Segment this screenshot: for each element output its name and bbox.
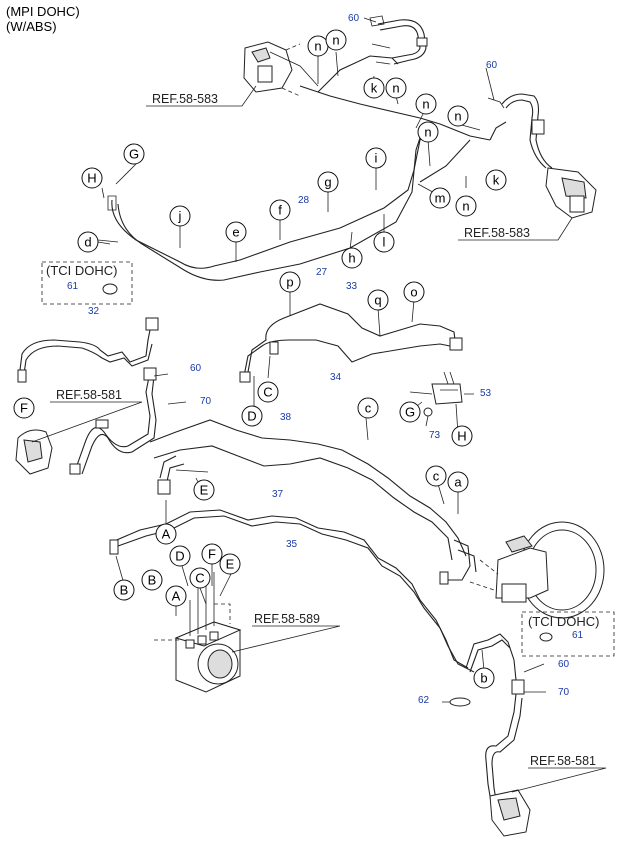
callout-c-mid: c — [365, 401, 372, 416]
callout-j: j — [178, 209, 182, 224]
part-num-37: 37 — [272, 489, 284, 500]
part-numbers: 60 60 28 27 61 32 60 70 33 34 53 73 38 3… — [67, 13, 584, 706]
callout-c-low: c — [433, 469, 440, 484]
ref-58-581-left: REF.58-581 — [56, 388, 122, 402]
callout-p: p — [286, 275, 293, 290]
callout-b-low: b — [480, 671, 487, 686]
callout-n4: n — [422, 97, 429, 112]
callout-m: m — [435, 191, 446, 206]
ref-58-583-top: REF.58-583 — [152, 92, 218, 106]
part-num-61-left: 61 — [67, 281, 79, 292]
right-caliper-assembly — [487, 93, 597, 219]
left-front-assembly — [15, 317, 159, 475]
callout-H-mid: H — [457, 429, 466, 444]
callout-f: f — [278, 203, 282, 218]
callout-k2: k — [493, 173, 500, 188]
brake-booster-master-cylinder — [439, 521, 605, 619]
part-num-60-right: 60 — [486, 60, 498, 71]
part-num-62: 62 — [418, 695, 430, 706]
callout-n1: n — [314, 39, 321, 54]
callout-n6: n — [424, 125, 431, 140]
part-num-70-mid: 70 — [200, 396, 212, 407]
callout-q: q — [374, 293, 381, 308]
header-engine: (MPI DOHC) — [6, 4, 80, 19]
tci-box-right — [521, 611, 615, 657]
callout-G-mid: G — [405, 405, 415, 420]
callout-o: o — [410, 285, 417, 300]
callout-D-abs: D — [175, 549, 184, 564]
top-caliper-assembly — [243, 41, 319, 97]
callout-B-abs: B — [148, 573, 157, 588]
top-hose — [369, 15, 428, 65]
callout-E-mid: E — [200, 483, 209, 498]
callout-A-abs: A — [172, 589, 181, 604]
callout-a-low: a — [454, 475, 462, 490]
callout-k1: k — [371, 81, 378, 96]
part-num-33: 33 — [346, 281, 358, 292]
part-num-60-mid: 60 — [190, 363, 202, 374]
callout-C-mid: C — [263, 385, 272, 400]
header-abs: (W/ABS) — [6, 19, 57, 34]
callout-G-top: G — [129, 147, 139, 162]
callout-E-abs: E — [226, 557, 235, 572]
part-num-38: 38 — [280, 412, 292, 423]
callout-C-abs: C — [195, 571, 204, 586]
part-num-60-top: 60 — [348, 13, 360, 24]
callout-e: e — [232, 225, 239, 240]
ref-58-589: REF.58-589 — [254, 612, 320, 626]
callout-D-mid: D — [247, 409, 256, 424]
tci-label-left: (TCI DOHC) — [46, 263, 118, 278]
callout-n7: n — [462, 199, 469, 214]
callout-i: i — [375, 151, 378, 166]
part-num-34: 34 — [330, 372, 342, 383]
callout-A-mid: A — [162, 527, 171, 542]
ref-58-581-bottom: REF.58-581 — [530, 754, 596, 768]
tci-label-right: (TCI DOHC) — [528, 614, 600, 629]
part-num-28: 28 — [298, 195, 310, 206]
callout-n5: n — [454, 109, 461, 124]
tci-box-left — [41, 261, 133, 305]
callout-h-low: h — [348, 251, 355, 266]
part-num-27: 27 — [316, 267, 328, 278]
part-num-35: 35 — [286, 539, 298, 550]
ref-58-583-right: REF.58-583 — [464, 226, 530, 240]
lower-right-caliper-assembly — [449, 633, 531, 837]
callout-l: l — [383, 235, 386, 250]
part-num-32: 32 — [88, 306, 100, 317]
part-num-53: 53 — [480, 388, 492, 399]
callout-H-top: H — [87, 171, 96, 186]
callout-d-low: d — [84, 235, 91, 250]
callout-n3: n — [392, 81, 399, 96]
callout-B-left: B — [120, 583, 129, 598]
part-num-60-low: 60 — [558, 659, 570, 670]
callout-F-left: F — [20, 401, 28, 416]
part-num-73: 73 — [429, 430, 441, 441]
callout-circles: n n k n n n n k n m i g f e j h l d G H … — [13, 29, 507, 689]
part-num-70-low: 70 — [558, 687, 570, 698]
callout-F-abs: F — [208, 547, 216, 562]
callout-n2: n — [332, 33, 339, 48]
part-num-61-right: 61 — [572, 630, 584, 641]
callout-g: g — [324, 175, 331, 190]
abs-hydraulic-unit — [174, 621, 242, 693]
